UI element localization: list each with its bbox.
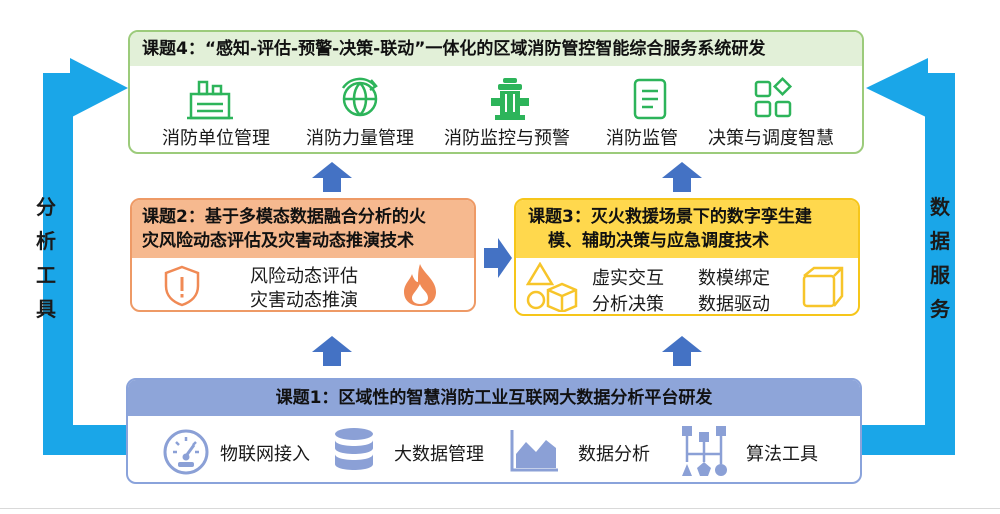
side-char: 服 [930,263,950,287]
up-arrow-topic1-to-topic3 [662,336,702,366]
topic3-title-line: 课题3：灭火救援场景下的数字孪生建 [528,207,812,227]
document-icon [633,78,667,120]
up-arrow-topic1-to-topic2 [312,336,352,366]
right-arrow-topic2-to-topic3 [484,238,512,278]
globe-refresh-icon [341,77,378,117]
shield-alert-icon [164,265,200,307]
side-char: 分 [36,195,56,219]
bottom-rule [0,508,1000,509]
side-char: 数 [930,195,950,219]
topic3-item: 数据驱动 [698,294,770,315]
topic3-title: 课题3：灭火救援场景下的数字孪生建 模、辅助决策与应急调度技术 [516,200,858,258]
topic2-title-line: 课题2：基于多模态数据融合分析的火 [142,207,426,227]
factory-icon [187,80,233,120]
topic3-item: 分析决策 [592,294,664,315]
side-label-left: 分 析 工 具 [34,190,58,326]
topic3-box: 课题3：灭火救援场景下的数字孪生建 模、辅助决策与应急调度技术 虚实交互 数模绑… [514,198,860,316]
area-chart-icon [510,430,558,472]
topic2-box: 课题2：基于多模态数据融合分析的火 灾风险动态评估及灾害动态推演技术 风险动态评… [130,198,476,312]
shapes-3d-icon [526,262,578,312]
topic4-box: 课题4：“感知-评估-预警-决策-联动”一体化的区域消防管控智能综合服务系统研发 [128,30,864,154]
top-item-label: 决策与调度智慧 [708,128,834,149]
topic2-title-line: 灾风险动态评估及灾害动态推演技术 [142,231,414,251]
top-item-label: 消防监控与预警 [444,128,570,149]
left-flow-arrow [43,73,128,455]
top-item-label: 消防力量管理 [306,128,414,149]
bottom-item-label: 物联网接入 [220,444,310,465]
tree-shapes-icon [682,426,727,476]
topic4-title: 课题4：“感知-评估-预警-决策-联动”一体化的区域消防管控智能综合服务系统研发 [130,32,862,66]
side-char: 析 [36,229,56,253]
bottom-item-label: 数据分析 [578,444,650,465]
topic3-item: 虚实交互 [592,268,664,289]
topic2-title: 课题2：基于多模态数据融合分析的火 灾风险动态评估及灾害动态推演技术 [132,200,474,258]
topic1-title: 课题1：区域性的智慧消防工业互联网大数据分析平台研发 [128,380,860,416]
up-arrow-topic2-to-topic4 [312,162,352,192]
grid-diamond-icon [754,76,793,118]
side-char: 具 [36,297,56,321]
left-flow-arrowhead [70,58,128,118]
side-char: 工 [36,263,56,287]
side-char: 据 [930,229,950,253]
database-icon [335,428,373,470]
right-flow-arrowhead [866,58,928,118]
topic2-item: 灾害动态推演 [250,290,358,311]
cube-icon [802,266,844,308]
topic1-box: 课题1：区域性的智慧消防工业互联网大数据分析平台研发 物联网接入 大数据管理 数… [126,378,862,484]
side-char: 务 [930,297,950,321]
topic3-item: 数模绑定 [698,268,770,289]
gauge-icon [163,429,209,475]
bottom-item-label: 大数据管理 [394,444,484,465]
hydrant-icon [491,78,529,120]
top-item-label: 消防单位管理 [162,128,270,149]
topic3-title-line: 模、辅助决策与应急调度技术 [548,231,769,251]
top-item-label: 消防监管 [606,128,678,149]
flame-icon [404,264,436,306]
up-arrow-topic3-to-topic4 [662,162,702,192]
side-label-right: 数 据 服 务 [928,190,952,326]
bottom-item-label: 算法工具 [746,444,818,465]
topic2-item: 风险动态评估 [250,266,358,287]
